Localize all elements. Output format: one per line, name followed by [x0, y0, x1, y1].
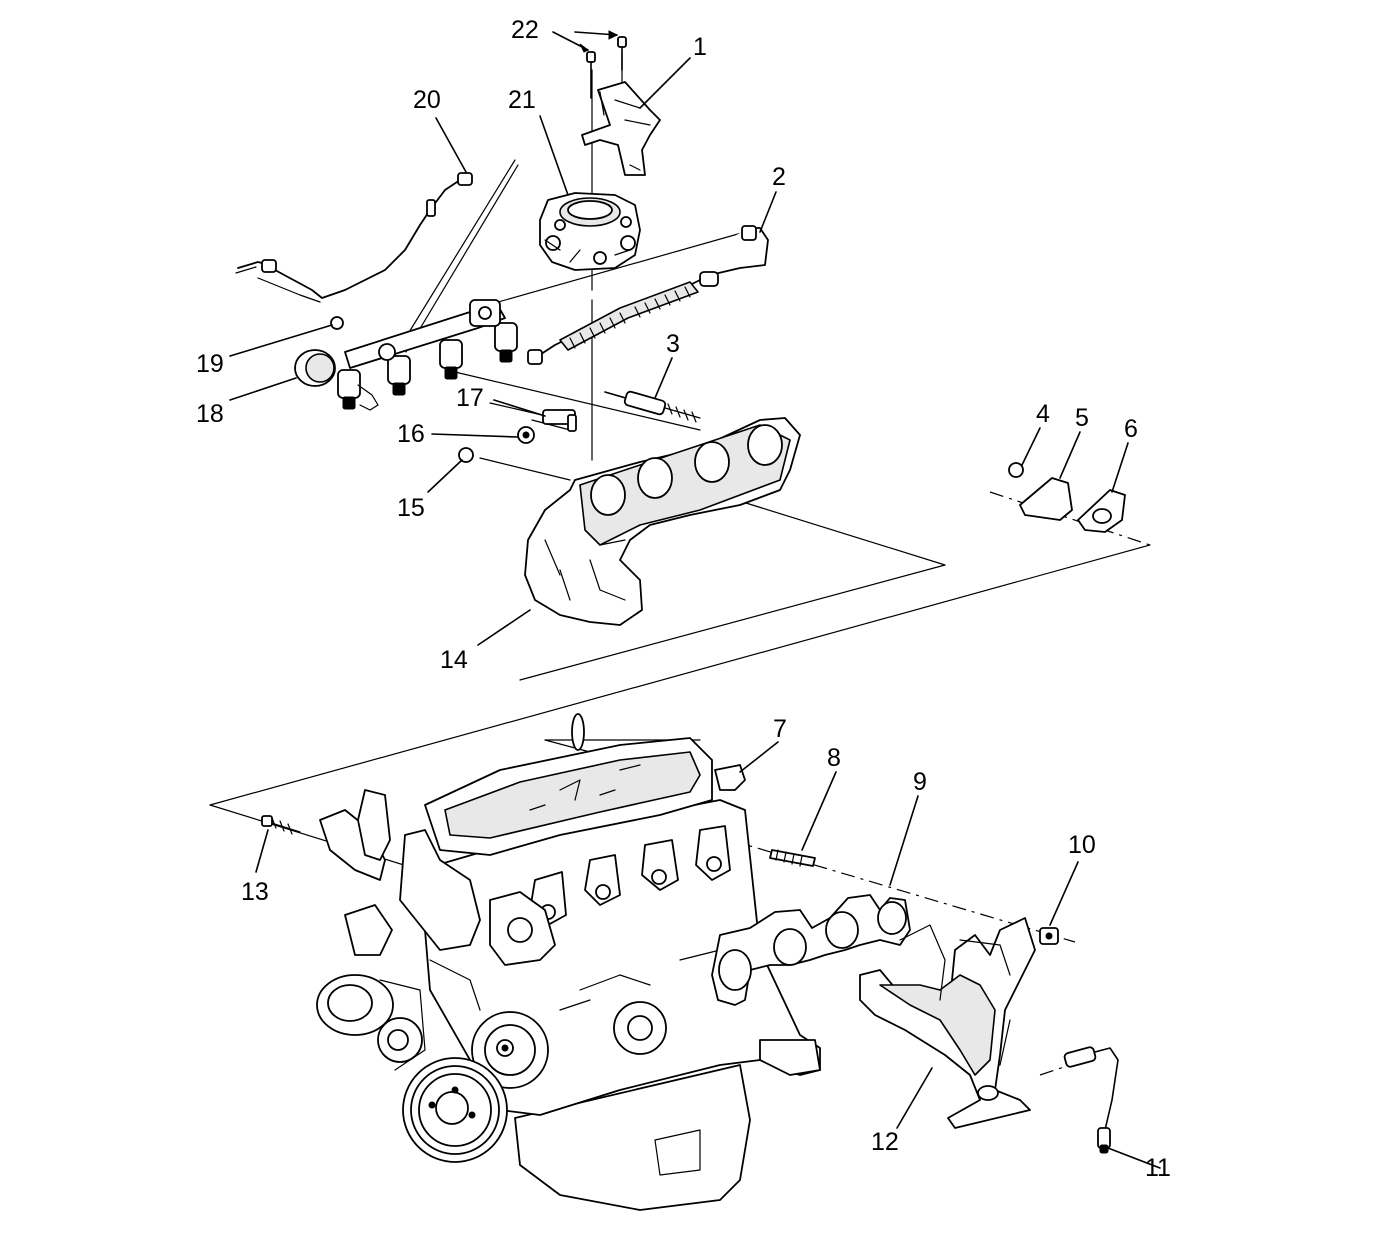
oxygen-sensor-11	[1063, 1046, 1119, 1154]
small-fasteners	[458, 409, 577, 463]
bracket-1	[581, 81, 661, 176]
callout-5: 5	[1075, 404, 1089, 432]
callout-15: 15	[397, 494, 425, 522]
exhaust-manifold-12	[859, 917, 1036, 1129]
callout-9: 9	[913, 768, 927, 796]
fuel-line-2	[527, 225, 769, 365]
callout-12: 12	[871, 1128, 899, 1156]
stud-3	[604, 390, 701, 423]
intake-manifold-14	[524, 417, 801, 626]
callout-4: 4	[1036, 400, 1050, 428]
fuel-rail-assembly	[294, 299, 518, 411]
callout-22: 22	[511, 16, 539, 44]
callout-10: 10	[1068, 831, 1096, 859]
callout-8: 8	[827, 744, 841, 772]
callout-21: 21	[508, 86, 536, 114]
callout-19: 19	[196, 350, 224, 378]
throttle-body-21	[539, 192, 641, 271]
vacuum-line-20	[235, 172, 473, 303]
exhaust-gasket-9	[711, 894, 911, 1006]
callout-6: 6	[1124, 415, 1138, 443]
callout-3: 3	[666, 330, 680, 358]
stud-13	[261, 815, 301, 835]
brackets-4-5-6	[1008, 462, 1126, 533]
callout-18: 18	[196, 400, 224, 428]
callout-17: 17	[456, 384, 484, 412]
leader-lines	[229, 30, 1161, 1169]
callout-7: 7	[773, 715, 787, 743]
bolts-22	[586, 36, 627, 99]
callout-2: 2	[772, 163, 786, 191]
callout-13: 13	[241, 878, 269, 906]
callout-11: 11	[1145, 1154, 1171, 1182]
studs-8	[769, 849, 816, 867]
callout-20: 20	[413, 86, 441, 114]
callout-14: 14	[440, 646, 468, 674]
callout-16: 16	[397, 420, 425, 448]
nut-10	[1039, 927, 1059, 945]
callout-1: 1	[693, 33, 707, 61]
callout-labels: 1 2 3 4 5 6 7 8 9 10 11 12 13 14 15 16 1…	[196, 16, 1171, 1182]
engine-block	[316, 713, 821, 1211]
